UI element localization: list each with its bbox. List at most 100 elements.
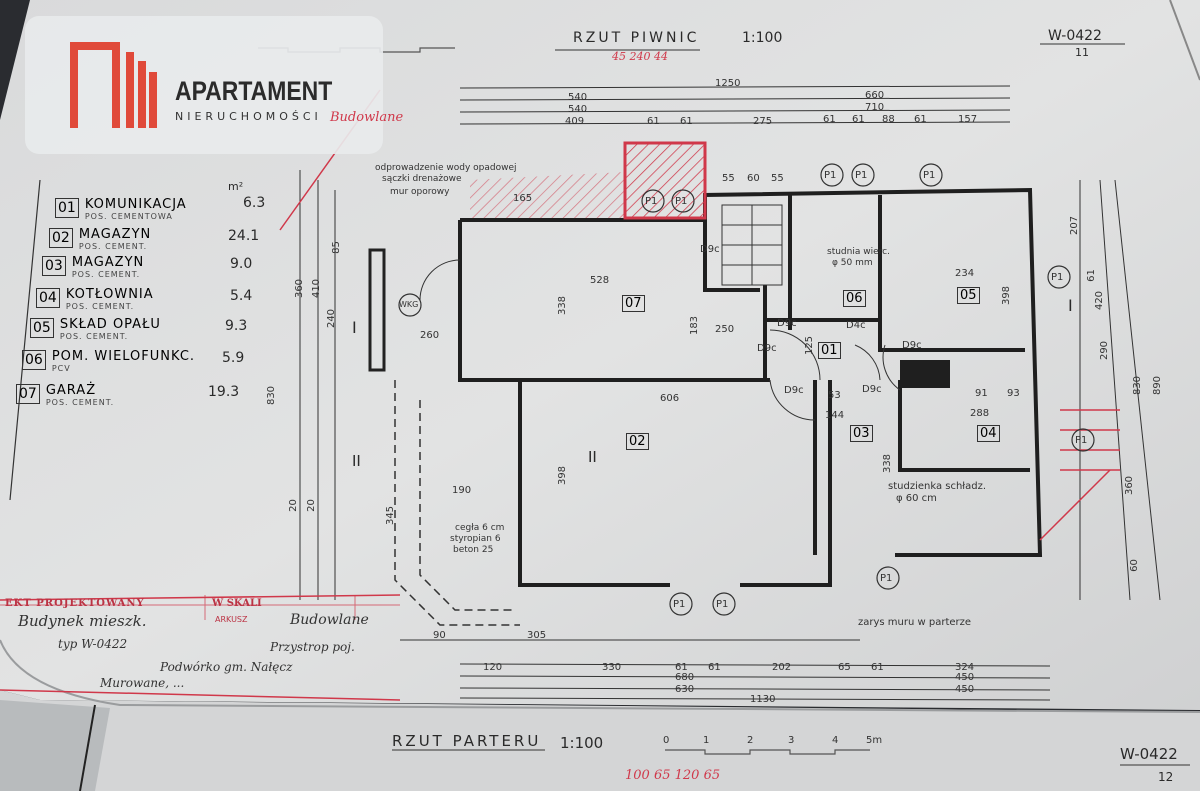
room-finish: POS. CEMENT.: [71, 270, 141, 279]
next-sheet-scale: 1:100: [560, 734, 604, 752]
logo-tagline: NIERUCHOMOŚCI: [175, 110, 322, 123]
door-label: D9c: [902, 340, 922, 351]
note-well: studnia wierc.: [827, 247, 890, 257]
room-tag-01: 01: [818, 342, 841, 359]
note-cooling-well: studzienka schładz.: [888, 481, 987, 492]
dimension-label: 450: [955, 672, 975, 683]
pillar-label: P1: [880, 573, 893, 584]
pillar-label: P1: [923, 170, 936, 181]
dimension-label: 1130: [750, 694, 776, 705]
pillar-label: P1: [1075, 435, 1088, 446]
red-note-top: 45 240 44: [612, 50, 668, 63]
dimension-label: 61: [852, 114, 865, 125]
room-finish: POS. CEMENT.: [59, 332, 129, 341]
dimension-label: 234: [955, 268, 975, 279]
handwritten-red-note: Budowlane: [330, 110, 404, 125]
scale-tick: 2: [747, 735, 754, 746]
room-finish: POS. CEMENT.: [78, 242, 148, 251]
room-code: 04: [36, 288, 60, 308]
dimension-label: 660: [865, 90, 885, 101]
dimension-label: 680: [675, 672, 695, 683]
door-label: D9c: [757, 343, 777, 354]
dimension-label: 144: [825, 410, 845, 421]
dimension-label: 1250: [715, 78, 741, 89]
dimension-label: 61: [1085, 269, 1097, 282]
dimension-label: 183: [689, 315, 701, 336]
dimension-label: 120: [483, 662, 503, 673]
dimension-label: 330: [602, 662, 622, 673]
note-ground-floor-outline: zarys muru w parterze: [858, 617, 972, 628]
room-tag-02: 02: [626, 433, 649, 450]
section-marker: II: [588, 448, 597, 466]
room-name: SKŁAD OPAŁU: [59, 317, 161, 332]
room-area: 19.3: [208, 384, 240, 400]
title-block-scale-label: W SKALI: [212, 598, 262, 609]
dimension-label: 202: [772, 662, 792, 673]
section-marker: I: [352, 318, 357, 337]
next-sheet-title: RZUT PARTERU: [392, 732, 542, 750]
room-finish: POS. CEMENTOWA: [84, 212, 173, 221]
dimension-label: 60: [1128, 559, 1140, 572]
dimension-label: 450: [955, 684, 975, 695]
logo-name: APARTAMENT: [175, 76, 333, 106]
dimension-label: 88: [882, 114, 895, 125]
pillar-label: P1: [675, 196, 688, 207]
sheet-scale: 1:100: [742, 30, 783, 46]
dimension-label: 409: [565, 116, 585, 127]
dimension-label: 345: [385, 505, 397, 526]
dimension-label: 20: [305, 499, 317, 512]
room-area: 5.4: [230, 288, 253, 304]
room-name: GARAŻ: [45, 383, 97, 398]
dimension-label: 710: [865, 102, 885, 113]
dimension-label: 275: [753, 116, 773, 127]
room-area: 24.1: [228, 228, 260, 244]
room-tag-03: 03: [850, 425, 873, 442]
door-label: D4c: [846, 320, 866, 331]
dimension-label: 528: [590, 275, 610, 286]
dimension-label: 240: [326, 308, 338, 329]
pillar-label: P1: [1051, 272, 1064, 283]
dimension-label: 190: [452, 485, 472, 496]
dimension-label: 338: [882, 453, 894, 474]
agency-logo: APARTAMENT NIERUCHOMOŚCI: [25, 16, 383, 154]
note-cooling-well-diameter: φ 60 cm: [896, 493, 937, 504]
note-retaining-wall: mur oporowy: [390, 187, 450, 197]
dimension-label: 61: [647, 116, 660, 127]
room-name: MAGAZYN: [78, 227, 152, 242]
dimension-label: 830: [266, 385, 278, 406]
dimension-label: 890: [1152, 375, 1164, 396]
dimension-label: 360: [1124, 475, 1136, 496]
dimension-label: 61: [708, 662, 721, 673]
door-label: D9c: [862, 384, 882, 395]
scale-tick: 3: [788, 735, 795, 746]
dimension-label: 260: [420, 330, 440, 341]
note-layer: beton 25: [453, 545, 494, 555]
pillar-label: P1: [716, 599, 729, 610]
dimension-label: 165: [513, 193, 533, 204]
note-drain: odprowadzenie wody opadowej: [375, 163, 517, 173]
dimension-label: 606: [660, 393, 680, 404]
dimension-label: 61: [914, 114, 927, 125]
next-sheet-number: 12: [1158, 770, 1174, 784]
room-finish: PCV: [51, 364, 71, 373]
note-wkg: WKG: [399, 300, 419, 309]
room-code: 06: [22, 350, 46, 370]
dimension-label: 324: [955, 662, 975, 673]
section-marker: II: [352, 452, 361, 470]
dimension-label: 398: [557, 465, 569, 486]
sheet-code: W-0422: [1048, 28, 1102, 44]
room-finish: POS. CEMENT.: [45, 398, 115, 407]
handwritten-note: Budynek mieszk.: [18, 612, 147, 630]
dimension-label: 90: [433, 630, 446, 641]
scale-tick: 0: [663, 735, 670, 746]
dimension-label: 410: [311, 278, 323, 299]
room-finish: POS. CEMENT.: [65, 302, 135, 311]
red-note-bottom: 100 65 120 65: [625, 768, 721, 783]
dimension-label: 125: [804, 335, 816, 356]
room-area: 5.9: [222, 350, 245, 366]
dimension-label: 53: [828, 390, 841, 401]
sheet-number: 11: [1075, 46, 1089, 59]
